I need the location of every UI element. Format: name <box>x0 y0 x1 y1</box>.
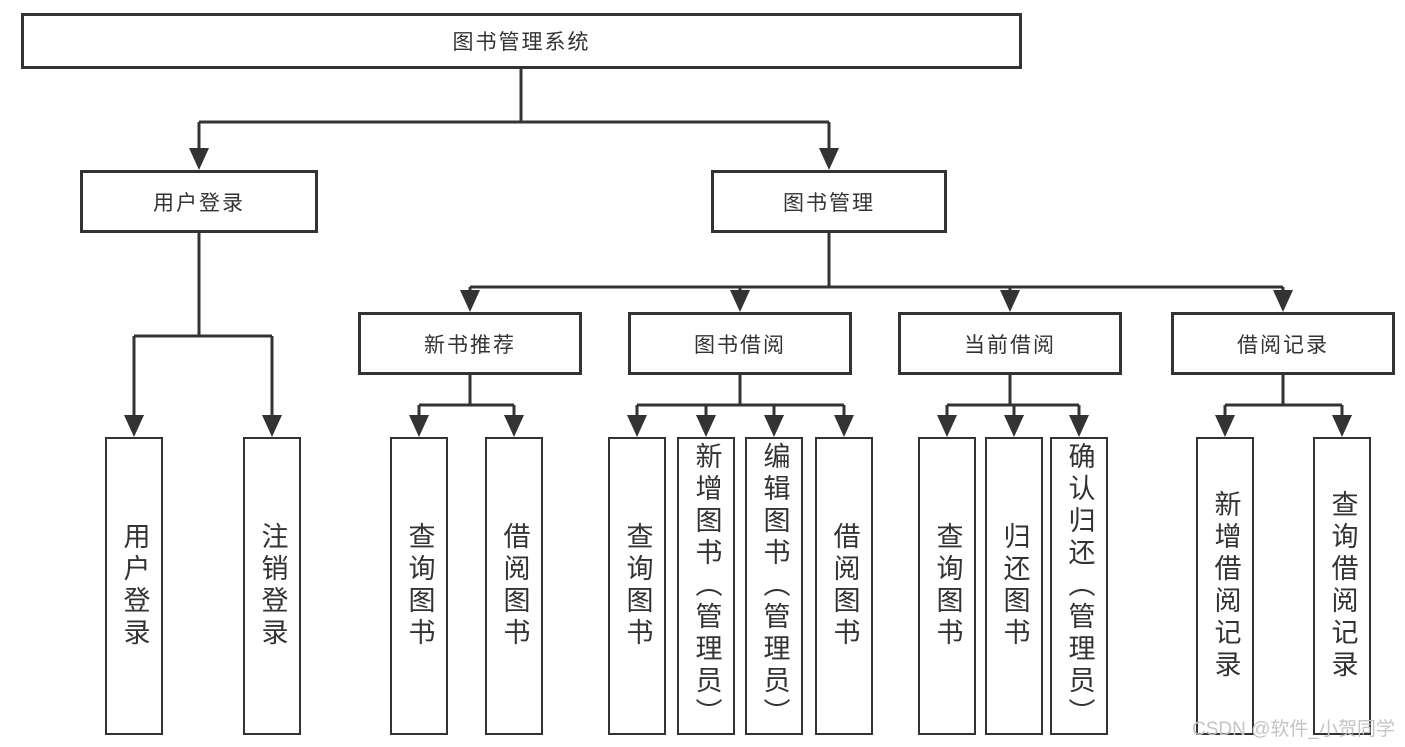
node-current-borrow-label: 当前借阅 <box>964 333 1056 357</box>
leaf-borrow-books-recommend-label: 借阅图书 <box>499 522 530 650</box>
leaf-add-borrow-record-label: 新增借阅记录 <box>1210 490 1241 682</box>
node-borrow-records: 借阅记录 <box>1171 312 1395 375</box>
node-borrow-records-label: 借阅记录 <box>1237 333 1329 357</box>
node-book-borrow: 图书借阅 <box>628 312 852 375</box>
leaf-return-book: 归还图书 <box>985 437 1043 735</box>
leaf-query-books-borrow: 查询图书 <box>608 437 666 735</box>
watermark: CSDN @软件_小贺同学 <box>1192 719 1395 740</box>
leaf-add-book-admin-label: 新增图书（管理员） <box>691 442 722 730</box>
leaf-query-borrow-record-label: 查询借阅记录 <box>1327 490 1358 682</box>
leaf-borrow-books: 借阅图书 <box>815 437 873 735</box>
leaf-borrow-books-recommend: 借阅图书 <box>485 437 543 735</box>
leaf-add-book-admin: 新增图书（管理员） <box>677 437 735 735</box>
node-current-borrow: 当前借阅 <box>898 312 1122 375</box>
arrowhead-markers <box>124 148 1352 437</box>
leaf-logout-label: 注销登录 <box>257 522 288 650</box>
leaf-edit-book-admin: 编辑图书（管理员） <box>745 437 803 735</box>
node-book-borrow-label: 图书借阅 <box>694 333 786 357</box>
leaf-logout: 注销登录 <box>243 437 301 735</box>
node-user-login: 用户登录 <box>80 170 318 233</box>
leaf-query-borrow-record: 查询借阅记录 <box>1313 437 1371 735</box>
leaf-user-login-label: 用户登录 <box>119 522 150 650</box>
leaf-query-books-recommend: 查询图书 <box>390 437 448 735</box>
leaf-borrow-books-label: 借阅图书 <box>829 522 860 650</box>
leaf-add-borrow-record: 新增借阅记录 <box>1196 437 1254 735</box>
node-book-management: 图书管理 <box>711 170 947 233</box>
node-new-book-recommend-label: 新书推荐 <box>424 333 516 357</box>
leaf-query-books-recommend-label: 查询图书 <box>404 522 435 650</box>
leaf-return-book-label: 归还图书 <box>999 522 1030 650</box>
connector-lines <box>132 69 1344 416</box>
leaf-edit-book-admin-label: 编辑图书（管理员） <box>759 442 790 730</box>
node-root: 图书管理系统 <box>21 13 1022 69</box>
leaf-confirm-return-admin: 确认归还（管理员） <box>1050 437 1108 735</box>
leaf-confirm-return-admin-label: 确认归还（管理员） <box>1064 442 1095 730</box>
leaf-query-books-current: 查询图书 <box>918 437 976 735</box>
node-user-login-label: 用户登录 <box>153 191 245 215</box>
node-new-book-recommend: 新书推荐 <box>358 312 582 375</box>
node-root-label: 图书管理系统 <box>452 31 591 54</box>
node-book-management-label: 图书管理 <box>783 191 875 215</box>
leaf-query-books-borrow-label: 查询图书 <box>622 522 653 650</box>
leaf-query-books-current-label: 查询图书 <box>932 522 963 650</box>
leaf-user-login: 用户登录 <box>105 437 163 735</box>
